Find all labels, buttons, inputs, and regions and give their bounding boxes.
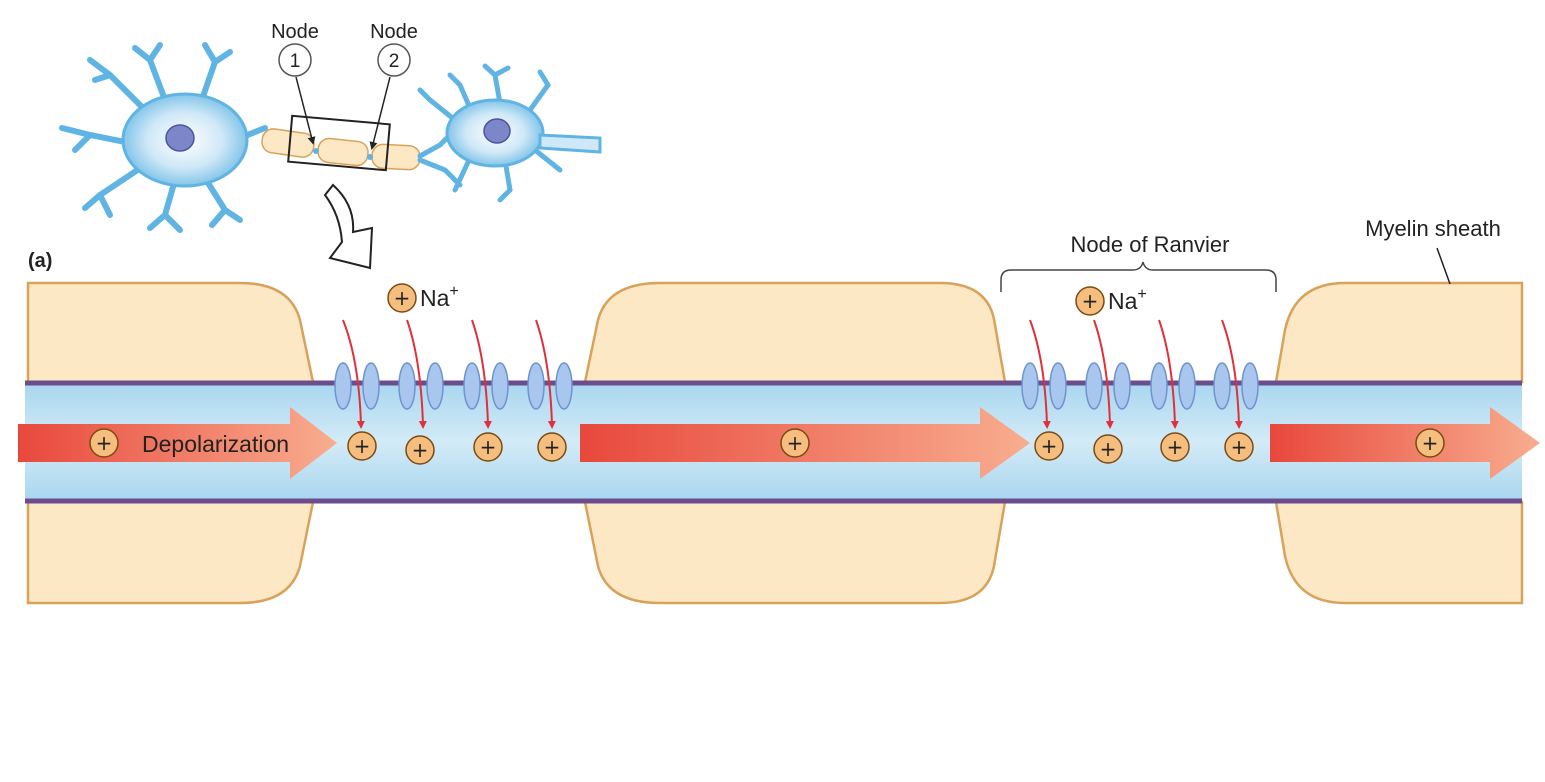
positive-charge: + [347,431,377,461]
sodium-influx-arrow [406,319,427,429]
sodium-influx-arrow [1093,319,1114,429]
sodium-influx-arrow [1221,319,1243,429]
svg-text:+: + [480,435,497,459]
svg-text:+: + [1167,435,1184,459]
node-2-word: Node [370,21,418,43]
positive-charge: + [537,432,567,462]
node-of-ranvier-bracket [1000,261,1277,292]
node-1-pointer [295,76,316,145]
positive-charge: + [473,432,503,462]
node-1-number: 1 [290,51,301,72]
sodium-channel [463,362,481,410]
zoom-box [287,114,391,172]
depolarization-arrow-1 [18,407,337,479]
myelin-segment-2-top [583,281,1007,384]
svg-text:+: + [544,435,561,459]
myelin-segment-3-top [1274,281,1524,384]
sodium-label-node-2-text: Na+ [1108,286,1147,314]
myelin-sheath-label: Myelin sheath [1365,216,1501,241]
node-1-circle [278,43,312,77]
positive-charge: + [780,428,810,458]
left-neuron-dendrites [59,42,268,233]
right-neuron-nucleus [483,118,511,144]
svg-text:+: + [354,434,371,458]
sodium-label-node-1: + Na+ [387,283,459,313]
svg-text:+: + [1231,435,1248,459]
sodium-channel [426,362,444,410]
node-of-ranvier-label: Node of Ranvier [1071,232,1230,257]
sodium-channel [527,362,545,410]
positive-charge: + [1415,428,1445,458]
right-neuron-axon [538,133,602,154]
svg-text:+: + [1422,431,1439,455]
svg-text:+: + [787,431,804,455]
positive-charge: + [405,435,435,465]
overview-node-2-dot [367,154,373,160]
positive-charge: + [1160,432,1190,462]
left-neuron-nucleus [165,124,195,152]
depolarization-arrow-3 [1270,407,1540,479]
node-2-circle [377,43,411,77]
sodium-channel [362,362,380,410]
sodium-channel [334,362,352,410]
sodium-channel [398,362,416,410]
node-2-number: 2 [389,51,400,72]
sodium-label-node-2-sign: + [1082,289,1099,313]
sodium-channel [555,362,573,410]
positive-charge: + [1093,434,1123,464]
sodium-influx-arrow [535,319,556,429]
sodium-channel [491,362,509,410]
myelin-segment-1-top [26,281,315,384]
sodium-influx-arrow [342,319,365,429]
sodium-channel [1049,362,1067,410]
node-1-word: Node [271,21,319,43]
positive-charge: + [1034,431,1064,461]
svg-text:+: + [1041,434,1058,458]
sodium-influx-arrows [342,319,1243,429]
svg-text:+: + [412,438,429,462]
myelin-sheath-leader [1436,247,1451,285]
sodium-channel [1178,362,1196,410]
positive-charge: + [89,428,119,458]
zoom-arrow [323,183,374,270]
sodium-channel [1113,362,1131,410]
myelin-segment-2-bottom [583,500,1007,605]
positive-charges: + + + + + + + + + + + [89,428,1445,465]
sodium-label-node-1-sign: + [394,286,411,310]
positive-charge: + [1224,432,1254,462]
sodium-influx-arrow [471,319,492,429]
myelin-segment-3-bottom [1274,500,1524,605]
sodium-channel [1085,362,1103,410]
overview-node-1-dot [313,148,319,154]
sodium-channels [334,362,1259,410]
sodium-channel [1021,362,1039,410]
panel-label: (a) [28,250,52,272]
myelin-sheaths [26,281,1524,605]
neuron-overview-illustration: Node 1 Node 2 [59,21,602,270]
sodium-influx-arrow [1029,319,1051,429]
overview-axon-myelin [261,128,421,171]
depolarization-label: Depolarization [142,431,289,457]
sodium-channel [1213,362,1231,410]
svg-text:+: + [96,431,113,455]
myelin-segment-1-bottom [26,500,315,605]
node-2-pointer [369,76,391,150]
sodium-label-node-1-text: Na+ [420,283,459,311]
sodium-label-node-2: + Na+ [1075,286,1147,316]
sodium-channel [1241,362,1259,410]
sodium-channel [1150,362,1168,410]
svg-text:+: + [1100,437,1117,461]
sodium-influx-arrow [1158,319,1179,429]
